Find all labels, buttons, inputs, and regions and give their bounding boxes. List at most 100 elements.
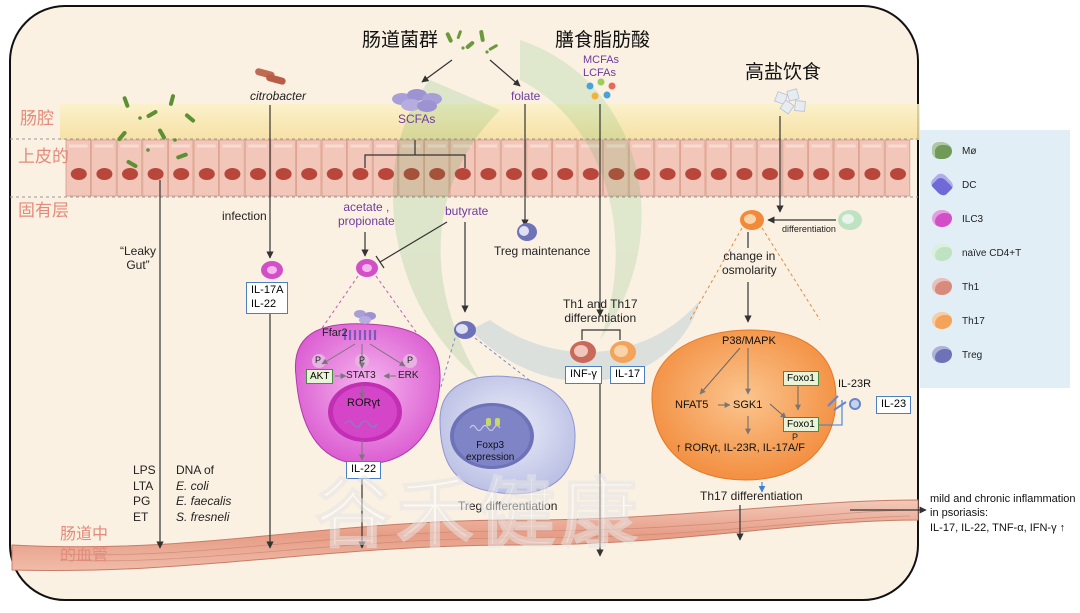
epithelial-nucleus (787, 168, 804, 180)
p-foxo1: P (792, 432, 799, 442)
il22-text: IL-22 (251, 297, 277, 310)
epithelial-cell (603, 139, 629, 197)
high-salt-title: 高盐饮食 (745, 61, 822, 83)
epithelial-nucleus (403, 168, 420, 180)
epithelial-cell (142, 139, 168, 197)
legend-item: ILC3 (920, 206, 1070, 236)
legend-cell-icon (932, 346, 952, 363)
epithelial-nucleus (224, 168, 241, 180)
legend-item: Treg (920, 342, 1070, 372)
epithelial-cell (475, 139, 501, 197)
bacteria-ecoli: E. coli (176, 478, 209, 493)
legend-label: Treg (962, 350, 983, 361)
epithelial-cell (65, 139, 92, 197)
epithelial-nucleus (352, 168, 369, 180)
legend-item: Mø (920, 138, 1070, 168)
infg-box: INF-γ (565, 366, 602, 384)
legend-label: Th17 (962, 316, 985, 327)
pamp-list: LPS LTA PG ET (133, 463, 156, 525)
epithelial-nucleus (531, 168, 548, 180)
infection-label: infection (222, 209, 267, 223)
lumen-bacteria-icon (117, 94, 196, 168)
epithelial-cell (833, 139, 860, 197)
epithelial-cell (193, 139, 220, 197)
rorgt-label: RORγt (347, 397, 380, 409)
legend-cell-icon (932, 244, 952, 261)
treg-cell-small (454, 321, 476, 339)
epithelial-nucleus (275, 168, 292, 180)
butyrate-label: butyrate (445, 204, 489, 218)
legend-cell-icon (932, 210, 952, 227)
legend-label: ILC3 (962, 214, 984, 225)
scfas-label: SCFAs (398, 112, 436, 126)
th17-cell-small (740, 210, 764, 230)
il17a-text: IL-17A (251, 284, 284, 296)
th17-cell (610, 341, 636, 363)
epithelial-cell (654, 139, 680, 197)
epithelial-nucleus (301, 168, 318, 180)
epithelial-nucleus (685, 168, 702, 180)
il17-box: IL-17 (610, 366, 646, 384)
epithelial-nucleus (122, 168, 138, 180)
epithelial-nucleus (736, 168, 753, 180)
epithelial-cell (628, 139, 655, 197)
epithelial-nucleus (429, 168, 446, 180)
legend-item: naïve CD4+T (920, 240, 1070, 270)
salt-icon (774, 88, 806, 115)
sgk1-label: SGK1 (733, 399, 763, 411)
treg-differentiation-label: Treg differentiation (458, 499, 558, 513)
epithelial-cell (680, 139, 706, 197)
citrobacter-icon (255, 68, 286, 85)
mcfas-label: MCFAs (583, 54, 620, 66)
legend-label: Mø (962, 146, 977, 157)
epithelial-nucleus (634, 168, 650, 180)
epithelial-cell (116, 139, 143, 197)
watermark-text: 谷禾健康 (314, 469, 643, 558)
zone-epithelium-label: 上皮的 (18, 147, 69, 167)
p38-mapk-label: P38/MAPK (722, 335, 776, 347)
differentiation-label: differentiation (782, 224, 836, 234)
foxp3-label: Foxp3 expression (466, 440, 515, 463)
pamp-lps: LPS (133, 463, 156, 477)
akt-box: AKT (306, 369, 334, 384)
epithelial-nucleus (813, 168, 830, 180)
epithelial-nucleus (173, 168, 190, 180)
pamp-lta: LTA (133, 478, 154, 493)
pamp-pg: PG (133, 494, 151, 509)
il23r-label: IL-23R (838, 378, 872, 390)
epithelial-cell (808, 139, 834, 197)
epithelial-nucleus (198, 168, 215, 180)
epithelial-nucleus (864, 168, 881, 180)
th1-th17-diff-label: Th1 and Th17 differentiation (563, 297, 638, 325)
erk-label: ERK (398, 370, 419, 381)
epithelial-cell (500, 139, 527, 197)
il23r-receptor-icon (827, 395, 861, 411)
epithelial-nucleus (506, 168, 522, 180)
epithelial-cell (347, 139, 373, 197)
pamp-et: ET (133, 509, 149, 524)
lcfas-label: LCFAs (583, 67, 617, 79)
p-akt: P (315, 355, 322, 365)
bacteria-efaecalis: E. faecalis (176, 494, 232, 509)
epithelial-nucleus (659, 168, 676, 180)
epithelial-cell (423, 139, 450, 197)
naive-cd4-cell (838, 210, 862, 230)
epithelial-cell (167, 139, 194, 197)
leaky-gut-label: “Leaky Gut” (120, 244, 157, 272)
foxo1-box-bottom: Foxo1 (783, 417, 819, 432)
th1-cell (570, 341, 596, 363)
bacteria-sfresneli: S. fresneli (176, 509, 230, 524)
upregulation-label: ↑ RORγt, IL-23R, IL-17A/F (676, 442, 805, 454)
zone-vessel-label: 肠道中 的血管 (60, 524, 109, 564)
epithelial-nucleus (838, 168, 855, 180)
epithelial-nucleus (250, 168, 266, 180)
epithelial-nucleus (480, 168, 497, 180)
legend-label: naïve CD4+T (962, 248, 1022, 259)
legend-item: Th17 (920, 308, 1070, 338)
blood-vessel (11, 499, 919, 572)
citrobacter-label: citrobacter (250, 89, 307, 103)
legend-label: DC (962, 180, 977, 191)
epithelial-nucleus (70, 168, 87, 180)
psoriasis-label: mild and chronic inflammation in psorias… (930, 493, 1076, 534)
